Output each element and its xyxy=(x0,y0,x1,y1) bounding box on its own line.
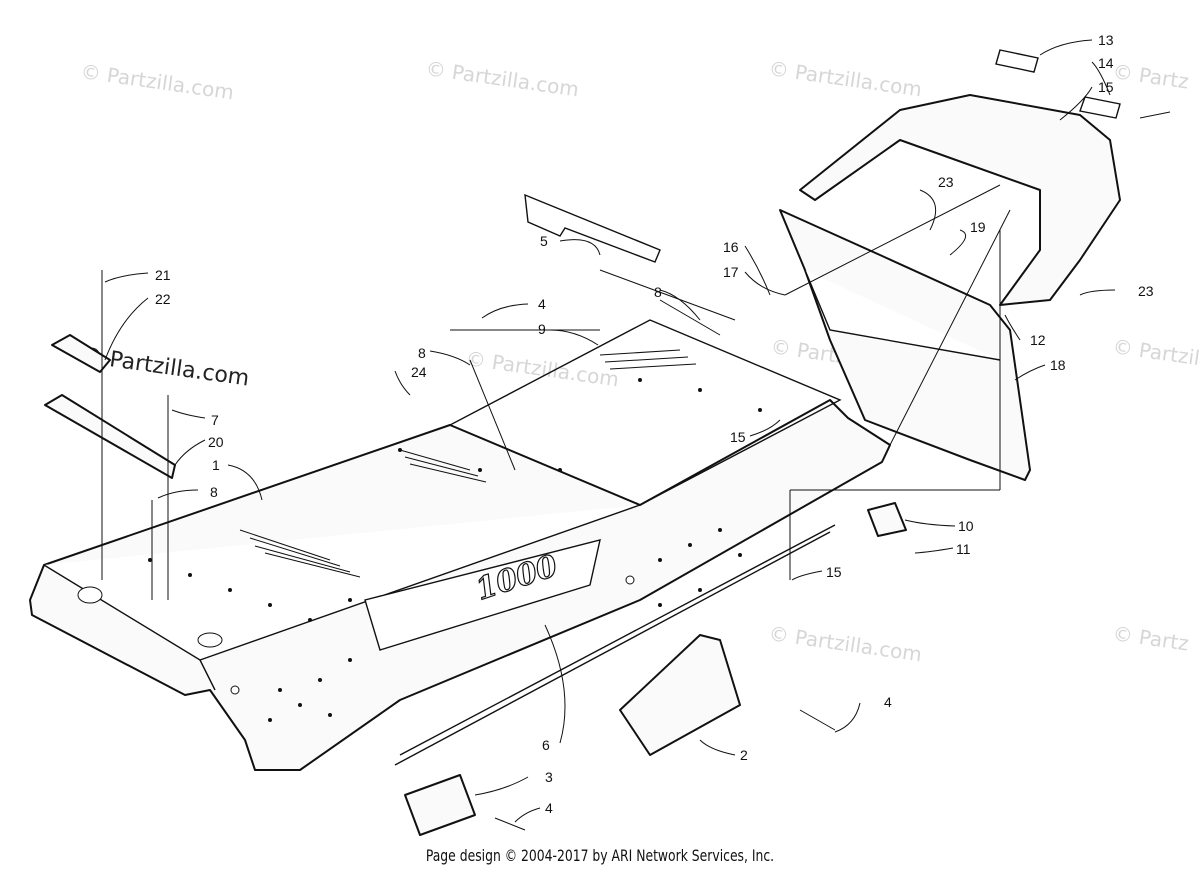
watermark: © Partz xyxy=(1111,621,1190,655)
callout-numbers: 13 14 15 23 19 23 12 18 16 17 21 22 7 20… xyxy=(155,32,1154,816)
callout-15: 15 xyxy=(1098,79,1114,95)
callout-23: 23 xyxy=(938,174,954,190)
callout-16: 16 xyxy=(723,239,739,255)
callout-4: 4 xyxy=(538,296,546,312)
part-grab-handle xyxy=(799,49,1171,306)
callout-2: 2 xyxy=(740,747,748,763)
part-plate xyxy=(404,774,476,836)
watermark: © Partzilla.com xyxy=(767,621,923,666)
callout-8: 8 xyxy=(418,345,426,361)
footer-copyright: Page design © 2004-2017 by ARI Network S… xyxy=(425,846,775,865)
watermark: © Partzilla.com xyxy=(767,56,923,101)
callout-4: 4 xyxy=(884,694,892,710)
callout-18: 18 xyxy=(1050,357,1066,373)
callout-15: 15 xyxy=(826,564,842,580)
callout-1: 1 xyxy=(212,457,220,473)
watermark: © Partzilla.com xyxy=(1111,334,1200,379)
callout-5: 5 xyxy=(540,233,548,249)
callout-15: 15 xyxy=(730,429,746,445)
callout-4: 4 xyxy=(545,800,553,816)
callout-7: 7 xyxy=(211,412,219,428)
callout-11: 11 xyxy=(956,541,971,557)
watermark: © Partzilla.com xyxy=(424,56,580,101)
part-rear-flap xyxy=(779,209,1031,481)
watermark: © Partzilla.com xyxy=(79,59,235,104)
callout-17: 17 xyxy=(723,264,739,280)
callout-6: 6 xyxy=(542,737,550,753)
part-reflector xyxy=(867,502,907,537)
callout-14: 14 xyxy=(1098,55,1114,71)
callout-lines xyxy=(104,39,1116,823)
callout-21: 21 xyxy=(155,267,171,283)
part-panels xyxy=(448,193,842,506)
callout-24: 24 xyxy=(411,364,427,380)
callout-20: 20 xyxy=(208,434,224,450)
callout-8: 8 xyxy=(210,484,218,500)
callout-9: 9 xyxy=(538,321,546,337)
callout-19: 19 xyxy=(970,219,986,235)
callout-10: 10 xyxy=(958,518,974,534)
callout-3: 3 xyxy=(545,769,553,785)
callout-12: 12 xyxy=(1030,332,1046,348)
callout-22: 22 xyxy=(155,291,171,307)
callout-23: 23 xyxy=(1138,283,1154,299)
watermark: © Partz xyxy=(1111,59,1190,93)
part-bracket xyxy=(619,634,741,756)
callout-13: 13 xyxy=(1098,32,1114,48)
callout-8: 8 xyxy=(654,284,662,300)
leader-lines xyxy=(101,184,1011,831)
